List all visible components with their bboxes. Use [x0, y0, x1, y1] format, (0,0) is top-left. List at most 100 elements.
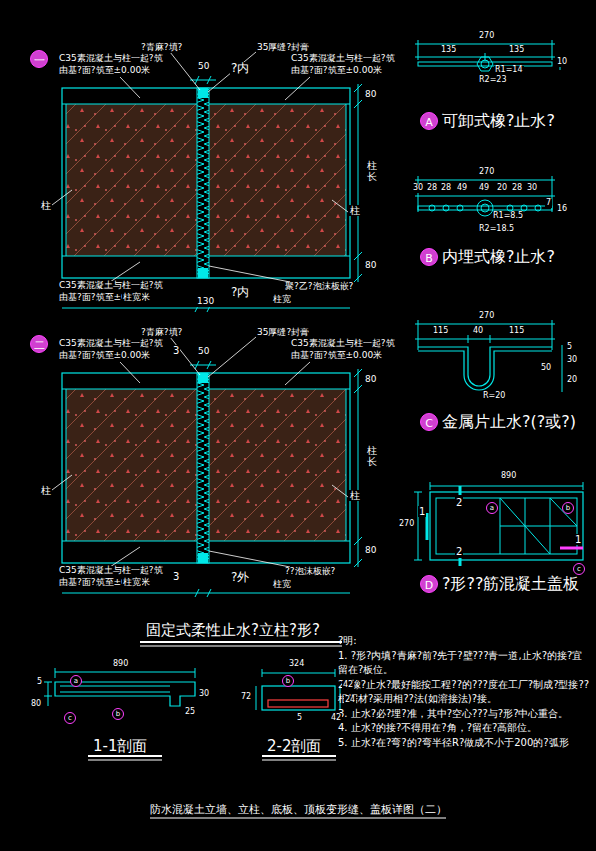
dimension-text: C35素混凝土与柱一起?筑 [58, 566, 164, 576]
detail-caption: 内埋式橡?止水? [442, 248, 555, 266]
section-title: 固定式柔性止水?立柱?形? [145, 622, 321, 639]
dimension-text: ??泡沫板嵌? [284, 567, 336, 577]
dimension-text: 5 [566, 343, 573, 352]
dimension-text: 28 [426, 184, 438, 193]
callout-letter: b [562, 502, 574, 514]
dimension-text: 80 [364, 375, 377, 385]
dimension-text: 40 [472, 327, 484, 336]
dimension-text: ?内 [230, 286, 250, 299]
note-line: 2. 橡?止水?最好能按工程??的???度在工厂?制成?型接??根据材?采用相?… [338, 678, 592, 707]
dimension-text: 由基?面?筑至±0.00米 [58, 66, 151, 76]
dimension-text: 49 [478, 184, 490, 193]
callout-letter: a [486, 502, 498, 514]
dimension-text: ?青麻?填? [140, 43, 183, 53]
section-title: 1-1剖面 [92, 738, 149, 755]
dimension-text: 270 [478, 312, 495, 321]
dimension-text: 3 [172, 571, 180, 582]
dimension-text: 80 [364, 546, 377, 556]
dimension-text: 50 [197, 62, 210, 72]
dimension-text: 35厚缝?封膏 [256, 43, 310, 53]
dimension-text: 28 [511, 184, 523, 193]
dimension-text: R2=18.5 [478, 225, 515, 234]
dimension-text: 1 [574, 534, 582, 545]
dimension-text: 柱长 [366, 445, 378, 467]
callout-letter: a [70, 675, 82, 687]
note-line: 5. 止水?在?弯?的?弯半径R?做成不小于200的?弧形 [338, 736, 592, 751]
dimension-text: C35素混凝土与柱一起?筑 [290, 54, 396, 64]
dimension-text: 49 [456, 184, 468, 193]
section-mark-circle: D?形??筋混凝土盖板 [420, 575, 438, 593]
dimension-text: C35素混凝土与柱一起?筑 [58, 281, 164, 291]
dimension-text: 柱 [40, 200, 52, 211]
dimension-text: 270 [398, 520, 415, 529]
dimension-text: R1=8.5 [492, 212, 524, 221]
dimension-text: 由基?面?筑至±0.00米 [290, 351, 383, 361]
section-title: 2-2剖面 [266, 738, 323, 755]
section-mark-circle: C金属片止水?(?或?) [420, 413, 438, 431]
dimension-text: 130 [196, 297, 215, 307]
dimension-text: 由基?面?筑至±0.00米 [290, 66, 383, 76]
mark-letter: C [425, 417, 433, 430]
dimension-text: 16 [556, 205, 568, 214]
dimension-text: R=20 [482, 392, 506, 401]
dimension-text: 30 [198, 690, 210, 699]
dimension-text: 135 [440, 46, 457, 55]
dimension-text: 50 [197, 347, 210, 357]
dimension-text: 20 [566, 376, 578, 385]
dimension-text: 28 [440, 184, 452, 193]
dimension-text: 24 [344, 696, 356, 705]
callout-letter: c [573, 563, 585, 575]
dimension-text: R1=14 [494, 66, 524, 75]
dimension-text: 10 [556, 58, 568, 67]
callout-letter: c [64, 712, 76, 724]
dimension-text: 80 [364, 261, 377, 271]
notes-block: ?明:1. ?形?内填?青麻?前?先于?壁???青一道,止水?的接?宜留在?板位… [338, 634, 592, 750]
note-line: 4. 止水?的接?不得用在?角，?留在?高部位。 [338, 721, 592, 736]
note-line: 3. 止水?必?埋?准，其中?空心???与?形?中心重合。 [338, 707, 592, 722]
dimension-text: 2 [455, 497, 463, 508]
dimension-text: 25 [184, 708, 196, 717]
dimension-text: 柱宽 [272, 580, 292, 590]
dimension-text: 20 [496, 184, 508, 193]
dimension-text: 30 [526, 184, 538, 193]
section-mark-circle: 一 [30, 50, 48, 68]
dimension-text: 2 [455, 546, 463, 557]
dimension-text: 1 [418, 506, 426, 517]
dimension-text: 42 [330, 714, 342, 723]
dimension-text: 72 [240, 693, 252, 702]
dimension-text: 柱宽 [122, 293, 142, 303]
dimension-text: 柱长 [366, 160, 378, 182]
dimension-text: 30 [412, 184, 424, 193]
dimension-text: 80 [364, 90, 377, 100]
dimension-text: 890 [500, 472, 517, 481]
dimension-text: 5 [296, 714, 303, 723]
mark-letter: A [425, 116, 433, 129]
dimension-text: 聚?乙?泡沫板嵌? [284, 282, 354, 292]
section-mark-circle: 二 [30, 335, 48, 353]
dimension-text: 7 [545, 199, 552, 208]
section-mark-circle: B内埋式橡?止水? [420, 248, 438, 266]
callout-letter: b [112, 708, 124, 720]
mark-letter: 一 [34, 54, 45, 67]
detail-caption: 金属片止水?(?或?) [442, 413, 576, 431]
dimension-text: 由基?面?筑至±0.00米 [58, 351, 151, 361]
dimension-text: 3 [172, 345, 180, 356]
dimension-text: R2=23 [478, 76, 508, 85]
dimension-text: 115 [432, 327, 449, 336]
mark-letter: 二 [34, 339, 45, 352]
dimension-text: 42 [342, 681, 354, 690]
dimension-text: C35素混凝土与柱一起?筑 [58, 339, 164, 349]
dimension-text: ?外 [230, 571, 250, 584]
dimension-text: 135 [508, 46, 525, 55]
dimension-text: 柱宽 [122, 578, 142, 588]
mark-letter: D [425, 579, 433, 592]
dimension-text: ?内 [230, 62, 250, 75]
note-line: 1. ?形?内填?青麻?前?先于?壁???青一道,止水?的接?宜留在?板位。 [338, 649, 592, 678]
sheet-caption: 防水混凝土立墙、立柱、底板、顶板变形缝、盖板详图（二） [0, 802, 596, 817]
dimension-text: 324 [288, 660, 305, 669]
notes-heading: ?明: [338, 634, 592, 649]
dimension-text: 270 [478, 32, 495, 41]
dimension-text: 30 [566, 356, 578, 365]
detail-caption: 可卸式橡?止水? [442, 112, 555, 130]
